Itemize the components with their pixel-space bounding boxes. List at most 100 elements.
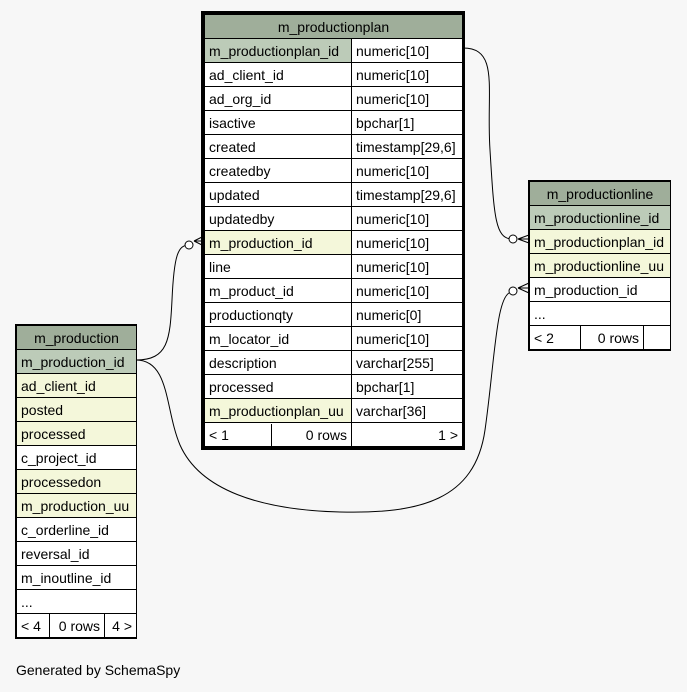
table-title[interactable]: m_production — [15, 325, 138, 350]
relationship-productionline-to-production — [135, 291, 513, 513]
column-row[interactable]: ... — [15, 589, 138, 614]
column-type: varchar[255] — [350, 350, 464, 375]
column-name: ... — [528, 301, 672, 326]
column-name: m_productionline_id — [528, 205, 672, 230]
column-type: numeric[10] — [350, 86, 464, 111]
column-name: ad_client_id — [15, 373, 138, 398]
parents-count[interactable]: < 1 — [206, 423, 272, 446]
column-row[interactable]: m_production_id — [528, 277, 672, 302]
parents-count[interactable]: < 4 — [16, 613, 50, 638]
column-name: description — [204, 350, 352, 375]
column-row[interactable]: m_production_uu — [15, 493, 138, 518]
column-type: varchar[36] — [350, 398, 464, 423]
column-name: m_production_id — [204, 230, 352, 255]
column-type: numeric[10] — [350, 230, 464, 255]
column-name: m_product_id — [204, 278, 352, 303]
parents-count[interactable]: < 2 — [529, 325, 581, 350]
column-row[interactable]: processedon — [15, 469, 138, 494]
table-header-row: m_production — [15, 325, 138, 350]
column-row[interactable]: posted — [15, 397, 138, 422]
relationship-end-circle — [184, 240, 194, 250]
column-name: c_project_id — [15, 445, 138, 470]
column-name: created — [204, 134, 352, 159]
column-name: m_production_id — [15, 349, 138, 374]
column-name: createdby — [204, 158, 352, 183]
column-name: m_productionplan_id — [204, 38, 352, 63]
column-row[interactable]: m_inoutline_id — [15, 565, 138, 590]
column-row[interactable]: m_productionplan_id — [528, 229, 672, 254]
column-row[interactable]: processed — [15, 421, 138, 446]
column-name: m_locator_id — [204, 326, 352, 351]
relationship-crowfoot — [517, 282, 530, 294]
table-title[interactable]: m_productionline — [528, 181, 672, 206]
relationship-productionplan-to-production — [135, 244, 190, 361]
column-name: m_production_id — [528, 277, 672, 302]
row-count: 0 rows — [305, 426, 347, 443]
column-type: numeric[10] — [350, 38, 464, 63]
column-name: processedon — [15, 469, 138, 494]
relationship-crowfoot — [517, 234, 530, 244]
column-name: productionqty — [204, 302, 352, 327]
column-name: isactive — [204, 110, 352, 135]
column-row[interactable]: m_productionline_uu — [528, 253, 672, 278]
column-type: timestamp[29,6] — [350, 134, 464, 159]
generated-by-footer: Generated by SchemaSpy — [16, 662, 181, 678]
column-name: m_inoutline_id — [15, 565, 138, 590]
column-row[interactable]: m_productionline_id — [528, 205, 672, 230]
column-name: posted — [15, 397, 138, 422]
column-row[interactable]: m_production_id — [15, 349, 138, 374]
children-count[interactable] — [642, 325, 672, 350]
column-type: numeric[10] — [350, 254, 464, 279]
column-name: processed — [204, 374, 352, 399]
column-type: numeric[10] — [350, 326, 464, 351]
column-type: bpchar[1] — [350, 374, 464, 399]
children-count[interactable]: 4 > — [103, 613, 138, 638]
column-row[interactable]: reversal_id — [15, 541, 138, 566]
column-name: reversal_id — [15, 541, 138, 566]
column-row[interactable]: c_orderline_id — [15, 517, 138, 542]
column-name: m_production_uu — [15, 493, 138, 518]
column-name: m_productionline_uu — [528, 253, 672, 278]
children-count[interactable]: 1 > — [350, 422, 464, 447]
column-type: numeric[10] — [350, 62, 464, 87]
column-name: updated — [204, 182, 352, 207]
table-header-row: m_productionplan — [203, 14, 464, 39]
column-name: updatedby — [204, 206, 352, 231]
column-type: numeric[0] — [350, 302, 464, 327]
column-type: numeric[10] — [350, 278, 464, 303]
column-type: numeric[10] — [350, 206, 464, 231]
column-name: ad_org_id — [204, 86, 352, 111]
column-name: ... — [15, 589, 138, 614]
column-row[interactable]: ... — [528, 301, 672, 326]
column-row[interactable]: ad_client_id — [15, 373, 138, 398]
row-count: 0 rows — [49, 613, 105, 638]
plan-footer-left: < 1 0 rows — [204, 422, 352, 447]
column-name: c_orderline_id — [15, 517, 138, 542]
column-type: timestamp[29,6] — [350, 182, 464, 207]
table-title[interactable]: m_productionplan — [203, 14, 464, 39]
column-name: ad_client_id — [204, 62, 352, 87]
column-row[interactable]: c_project_id — [15, 445, 138, 470]
